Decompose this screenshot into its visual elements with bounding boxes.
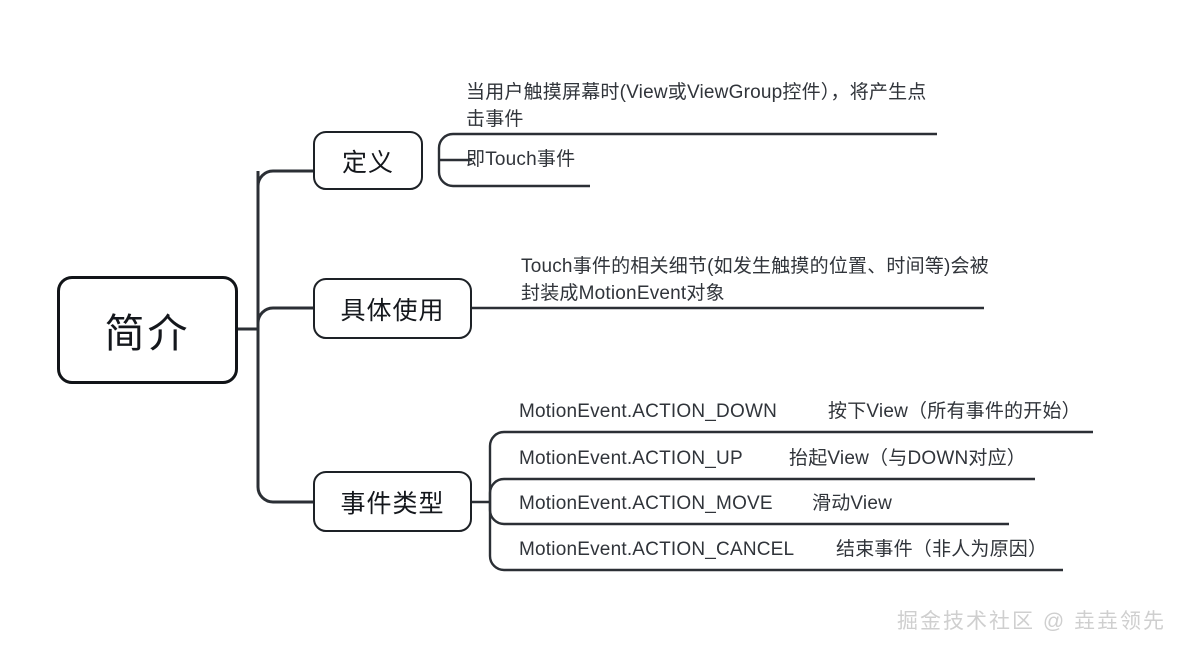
connector-type-row-1 bbox=[488, 430, 1093, 502]
connector-def-leaf-1 bbox=[437, 132, 937, 160]
leaf-usage-1: Touch事件的相关细节(如发生触摸的位置、时间等)会被 封装成MotionEv… bbox=[521, 256, 989, 304]
node-branch-usage[interactable]: 具体使用 bbox=[313, 278, 472, 339]
connector-branch-2 bbox=[256, 306, 313, 324]
connector-branch-1 bbox=[256, 169, 313, 187]
connector-def-leaf-2 bbox=[437, 160, 590, 188]
event-row-4-desc: 结束事件（非人为原因） bbox=[836, 539, 1048, 560]
event-row-1-desc: 按下View（所有事件的开始） bbox=[828, 401, 1081, 422]
node-branch-event-types[interactable]: 事件类型 bbox=[313, 471, 472, 532]
event-row-2-desc: 抬起View（与DOWN对应） bbox=[789, 448, 1026, 469]
leaf-definition-1: 当用户触摸屏幕时(View或ViewGroup控件），将产生点 击事件 bbox=[466, 82, 927, 130]
event-row-4-name: MotionEvent.ACTION_CANCEL bbox=[519, 539, 795, 560]
event-row-3-desc: 滑动View bbox=[812, 493, 893, 514]
event-row-1-name: MotionEvent.ACTION_DOWN bbox=[519, 401, 777, 422]
connector-type-row-4 bbox=[488, 502, 1063, 572]
leaf-definition-2: 即Touch事件 bbox=[466, 149, 576, 170]
node-branch-definition[interactable]: 定义 bbox=[313, 131, 423, 190]
node-root[interactable]: 简介 bbox=[57, 276, 238, 384]
node-branch-event-types-label: 事件类型 bbox=[340, 489, 445, 518]
node-branch-usage-label: 具体使用 bbox=[340, 296, 445, 325]
node-branch-definition-label: 定义 bbox=[341, 148, 394, 177]
node-root-label: 简介 bbox=[104, 312, 191, 356]
event-row-2-name: MotionEvent.ACTION_UP bbox=[519, 448, 743, 469]
connector-branch-3 bbox=[256, 486, 313, 504]
event-row-3-name: MotionEvent.ACTION_MOVE bbox=[519, 493, 773, 514]
watermark: 掘金技术社区 @ 垚垚领先 bbox=[897, 610, 1166, 633]
connector-type-row-2 bbox=[488, 477, 1035, 502]
